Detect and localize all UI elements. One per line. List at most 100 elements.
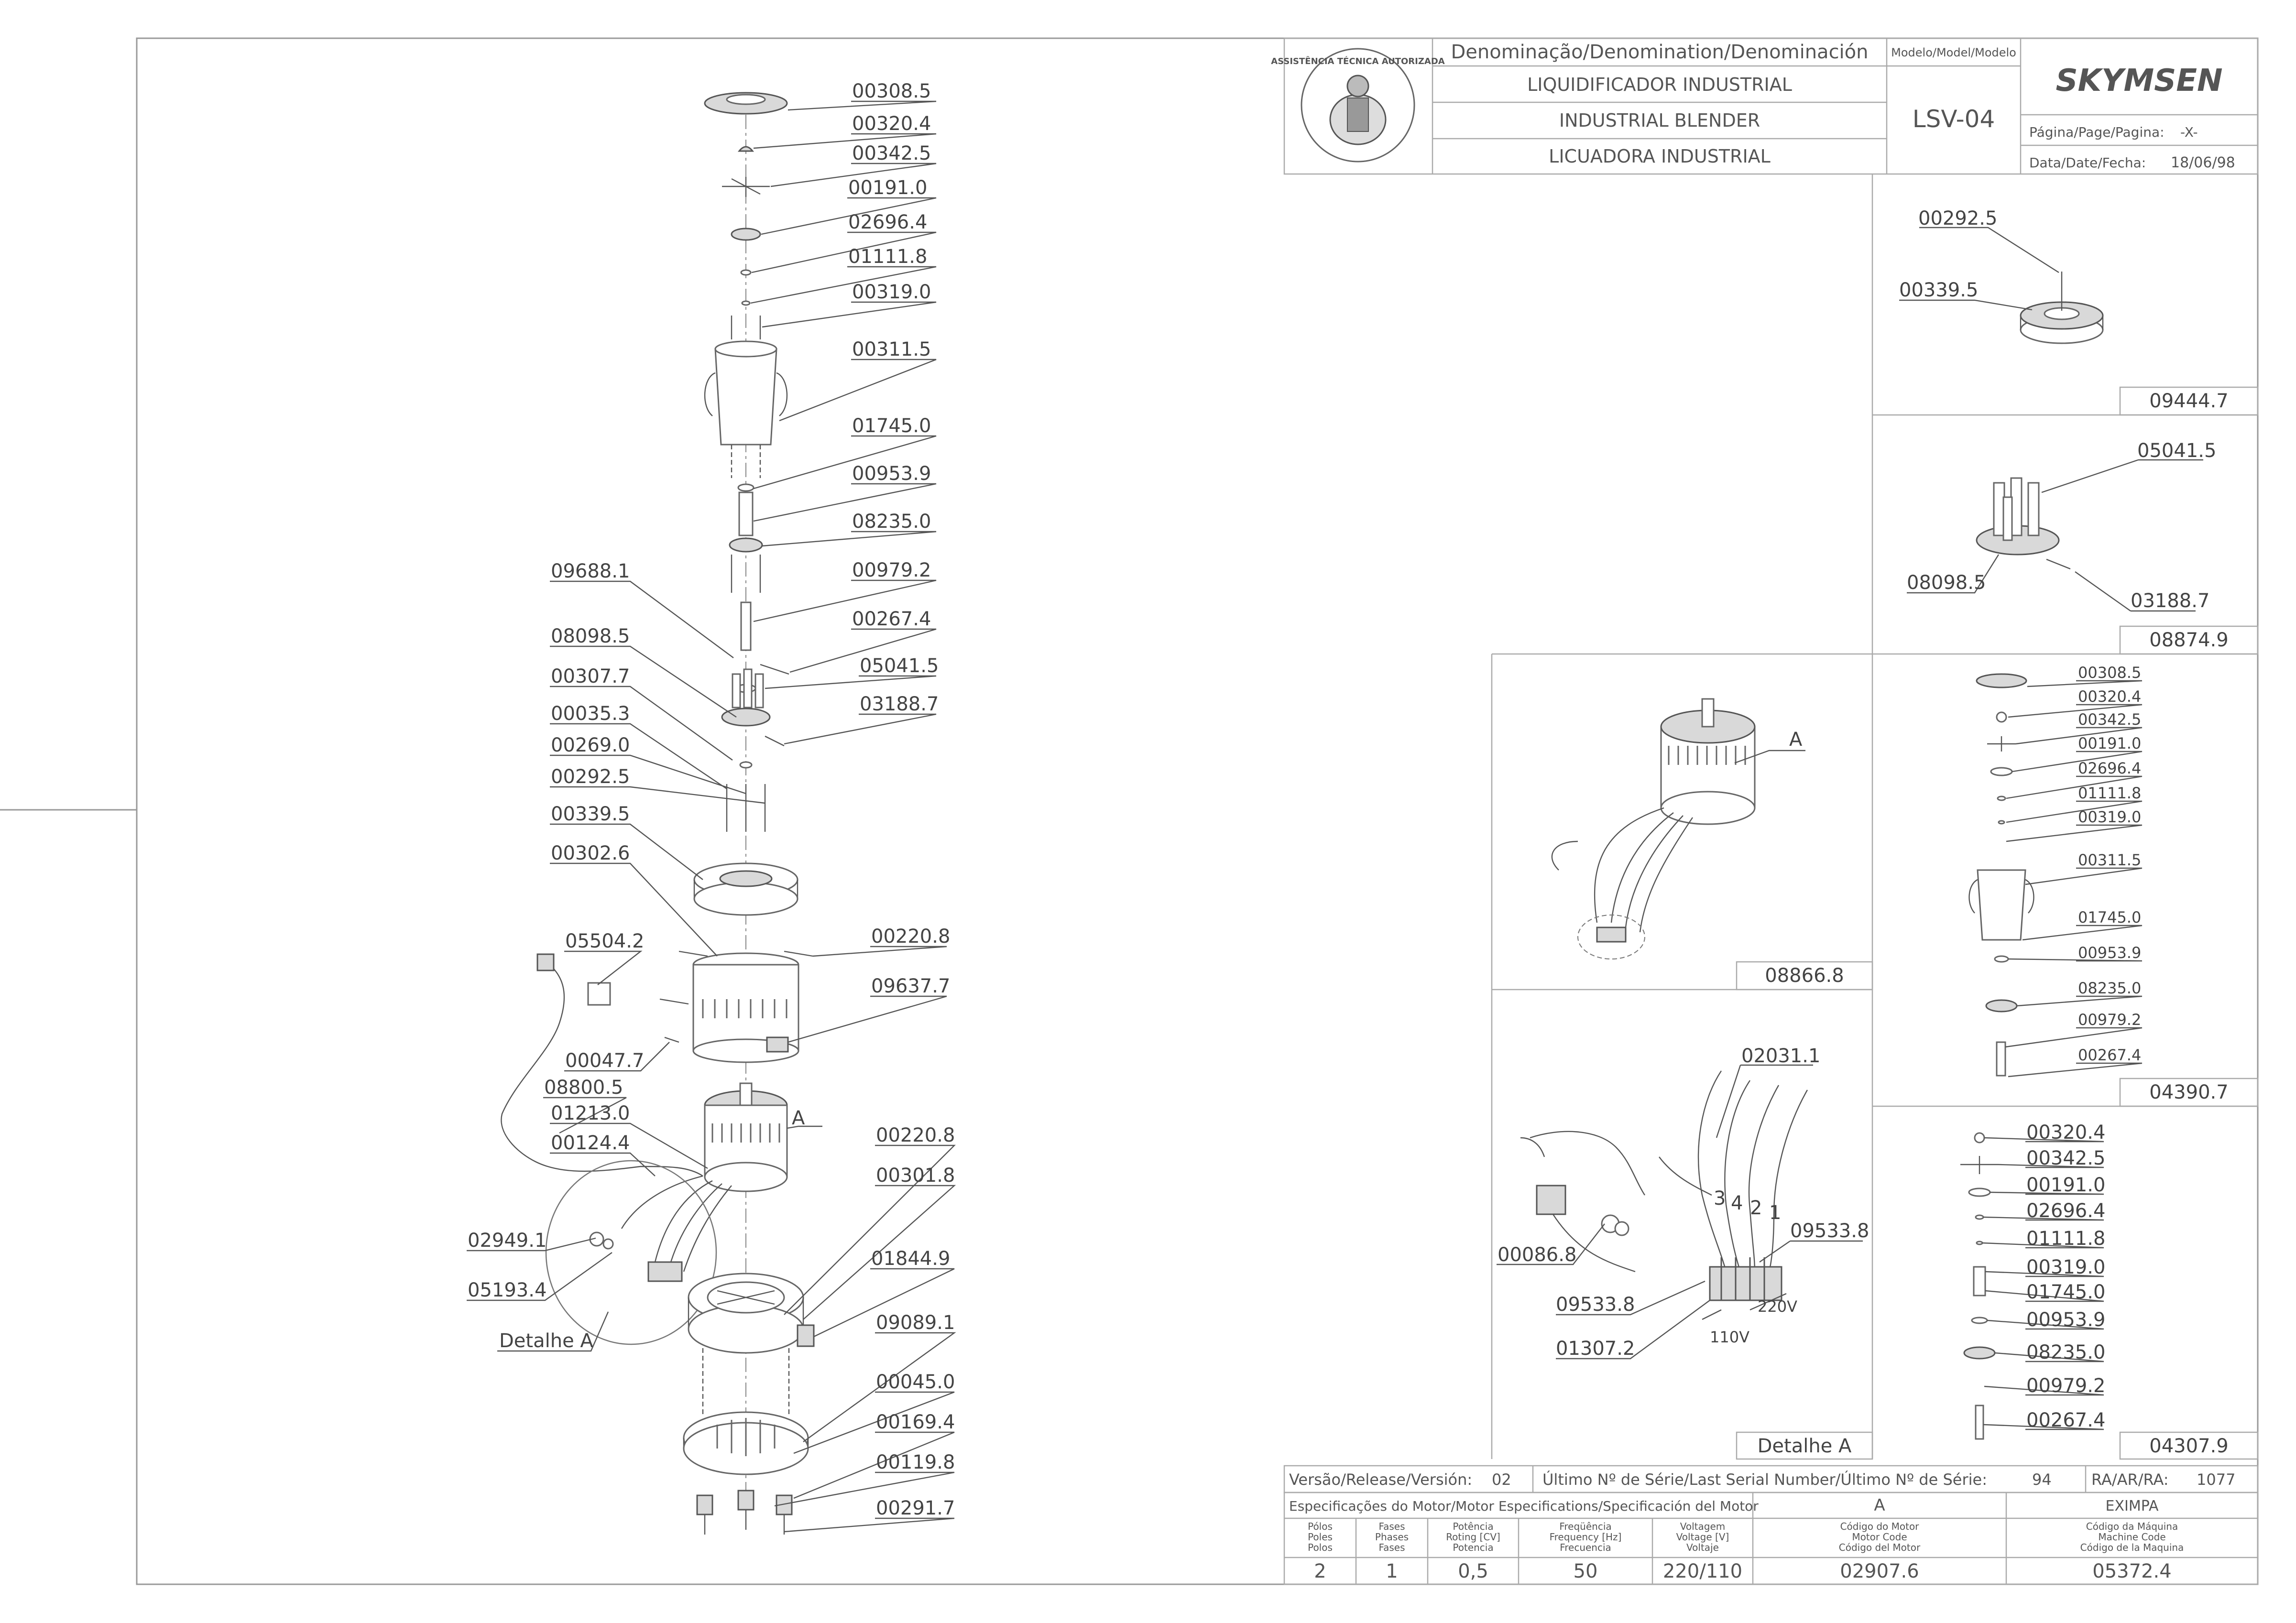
page-value: -X- [2180,124,2198,140]
p04390-label-7: 00319.0 [2078,808,2141,826]
p04307-label-11: 00267.4 [2026,1409,2105,1431]
p04307-label-4: 02696.4 [2026,1200,2105,1222]
panel-09444: 00292.5 00339.5 [1899,207,2104,344]
p08874-label-1: 05041.5 [2137,440,2216,462]
wire-number-3: 3 [1714,1187,1726,1209]
frequency-value: 50 [1574,1560,1598,1582]
p04390-label-1: 00308.5 [2078,664,2141,682]
main-label-l12: 01213.0 [551,1102,630,1124]
model-value: LSV-04 [1913,105,1995,133]
voltage-value: 220/110 [1663,1560,1742,1582]
main-label-r8: 00311.5 [852,338,931,360]
detail-label-5: 01307.2 [1556,1338,1635,1360]
panel-08866: A [1551,698,1805,959]
panel-id-08866: 08866.8 [1765,965,1844,987]
motor-code-header: A [1874,1496,1885,1515]
main-label-l1: 09688.1 [551,560,630,582]
voltage-label-es: Voltaje [1686,1542,1719,1553]
motor-code-label-pt: Código do Motor [1840,1521,1920,1532]
serial-label: Último Nº de Série/Last Serial Number/Úl… [1542,1470,1987,1489]
panel-id-detail: Detalhe A [1758,1435,1852,1457]
main-exploded-view [467,92,956,1535]
main-label-r20: 01844.9 [871,1248,950,1270]
p04390-label-13: 00267.4 [2078,1046,2141,1064]
panel-id-08874: 08874.9 [2149,629,2228,651]
frequency-label-pt: Freqüência [1559,1521,1611,1532]
p04390-label-12: 00979.2 [2078,1011,2141,1029]
main-label-r5: 02696.4 [848,211,927,233]
p04307-label-10: 00979.2 [2026,1375,2105,1397]
p04307-label-7: 01745.0 [2026,1281,2105,1303]
p08866-letter: A [1789,729,1803,751]
poles-label-pt: Pólos [1308,1521,1333,1532]
main-label-r10: 00953.9 [852,463,931,485]
main-label-r7: 00319.0 [852,281,931,303]
p04390-label-2: 00320.4 [2078,687,2141,706]
phases-value: 1 [1386,1560,1398,1582]
wire-number-4: 4 [1731,1192,1743,1214]
main-label-r17: 09637.7 [871,975,950,997]
wire-number-1: 1 [1769,1202,1781,1224]
p04307-label-2: 00342.5 [2026,1147,2105,1169]
main-right-labels: 00308.5 00320.4 00342.5 00191.0 02696.4 … [848,80,955,1519]
main-label-l5: 00269.0 [551,734,630,756]
main-label-r18: 00220.8 [876,1124,955,1146]
phases-label-pt: Fases [1378,1521,1405,1532]
p04390-label-5: 02696.4 [2078,759,2141,777]
main-label-r21: 09089.1 [876,1312,955,1334]
date-value: 18/06/98 [2171,154,2235,171]
phases-label-en: Phases [1375,1531,1409,1543]
poles-value: 2 [1314,1560,1326,1582]
p04390-label-10: 00953.9 [2078,944,2141,962]
machine-code-label-es: Código de la Maquina [2080,1542,2184,1553]
voltage-110: 110V [1710,1328,1749,1346]
motor-code-value: 02907.6 [1840,1560,1919,1582]
main-label-r19: 00301.8 [876,1165,955,1187]
power-label-en: Roting [CV] [1446,1531,1500,1543]
detail-a-caption: Detalhe A [499,1330,593,1352]
seal-text: ASSISTÊNCIA TÉCNICA AUTORIZADA [1271,56,1444,66]
name-pt: LIQUIDIFICADOR INDUSTRIAL [1527,74,1792,95]
ra-value: 1077 [2197,1471,2235,1489]
machine-code-header: EXIMPA [2106,1498,2159,1514]
brand-logo: SKYMSEN [2055,63,2222,98]
main-label-r23: 00169.4 [876,1411,955,1433]
main-label-r3: 00342.5 [852,142,931,164]
motor-letter: A [792,1107,805,1129]
main-label-r24: 00119.8 [876,1451,955,1473]
main-label-r4: 00191.0 [848,177,927,199]
main-label-l10: 00047.7 [565,1050,644,1072]
title-block: ASSISTÊNCIA TÉCNICA AUTORIZADA Denominaç… [1271,37,2259,175]
panel-detail-a: 02031.1 00086.8 09533.8 09533.8 01307.2 … [1497,1045,1869,1360]
p04390-label-8: 00311.5 [2078,851,2141,869]
p04307-label-8: 00953.9 [2026,1309,2105,1331]
serial-value: 94 [2032,1471,2052,1489]
main-right-leaders [750,100,956,1533]
frequency-label-es: Frecuencia [1560,1542,1611,1553]
drawing-frame [136,37,2259,1585]
p04390-label-11: 08235.0 [2078,979,2141,997]
p04307-label-3: 00191.0 [2026,1174,2105,1196]
p04307-label-5: 01111.8 [2026,1228,2105,1250]
power-label-es: Potencia [1453,1542,1493,1553]
main-label-l8: 00302.6 [551,842,630,864]
motor-specs-table: Especificações do Motor/Motor Especifica… [1283,1492,2259,1585]
date-label: Data/Date/Fecha: [2029,155,2146,171]
detail-label-3: 09533.8 [1790,1220,1869,1242]
version-value: 02 [1492,1471,1511,1489]
main-label-l11: 08800.5 [544,1077,623,1099]
main-label-r6: 01111.8 [848,246,927,268]
main-label-l3: 00307.7 [551,665,630,687]
detail-label-4: 09533.8 [1556,1294,1635,1316]
panel-08874: 05041.5 08098.5 03188.7 [1907,440,2216,612]
voltage-label-en: Voltage [V] [1676,1531,1729,1543]
main-label-r25: 00291.7 [876,1497,955,1519]
p04390-label-9: 01745.0 [2078,908,2141,926]
panel-id-04307: 04307.9 [2149,1435,2228,1457]
motor-code-label-es: Código del Motor [1839,1542,1921,1553]
name-en: INDUSTRIAL BLENDER [1559,110,1760,131]
p04307-label-6: 00319.0 [2026,1256,2105,1278]
main-left-labels: 09688.1 08098.5 00307.7 00035.3 00269.0 … [468,560,805,1352]
p04307-label-9: 08235.0 [2026,1341,2105,1363]
poles-label-en: Poles [1308,1531,1333,1543]
